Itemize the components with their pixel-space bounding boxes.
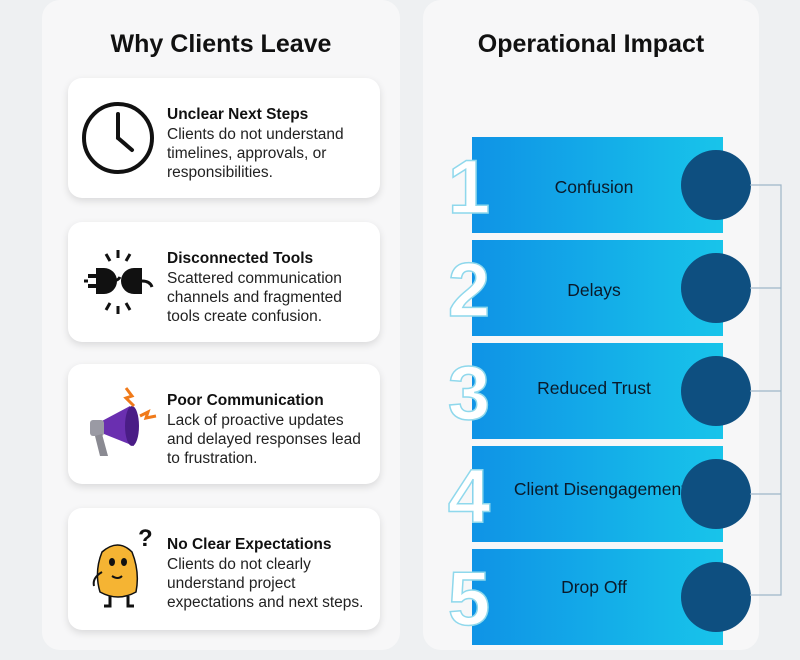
operational-impact-panel: Operational Impact Confusion 1 Delays 2 … [423, 0, 759, 650]
svg-text:?: ? [138, 525, 153, 552]
confused-character-icon: ? [72, 522, 164, 614]
card-no-clear-expectations: ? No Clear Expectations Clients do not c… [68, 508, 380, 630]
card-heading: No Clear Expectations [167, 536, 332, 553]
unplugged-icon [72, 236, 164, 328]
impact-label: Drop Off [561, 577, 627, 597]
megaphone-icon [72, 378, 164, 470]
impact-number: 1 [447, 145, 491, 230]
card-body: Lack of proactive updates and delayed re… [167, 412, 361, 467]
card-heading: Disconnected Tools [167, 250, 314, 267]
card-body: Scattered communication channels and fra… [167, 270, 342, 325]
impact-label: Client Disengagement [513, 479, 687, 499]
impact-circle [681, 150, 751, 220]
impact-label: Delays [567, 280, 621, 300]
impact-circle [681, 562, 751, 632]
card-poor-communication: Poor Communication Lack of proactive upd… [68, 364, 380, 484]
right-panel-title: Operational Impact [477, 30, 705, 58]
card-body: Clients do not understand timelines, app… [167, 126, 344, 181]
clock-icon [72, 92, 164, 184]
impact-number: 2 [447, 248, 491, 333]
impact-number: 5 [447, 557, 491, 642]
impact-circle [681, 459, 751, 529]
impact-label: Confusion [554, 177, 634, 197]
why-clients-leave-panel: Why Clients Leave Unclear Next Steps Cli… [42, 0, 400, 650]
left-panel-title: Why Clients Leave [110, 30, 332, 58]
impact-label: Reduced Trust [537, 378, 651, 398]
card-unclear-next-steps: Unclear Next Steps Clients do not unders… [68, 78, 380, 198]
impact-number: 4 [447, 454, 491, 539]
impact-circle [681, 253, 751, 323]
card-heading: Poor Communication [167, 392, 324, 409]
card-disconnected-tools: Disconnected Tools Scattered communicati… [68, 222, 380, 342]
card-body: Clients do not clearly understand projec… [167, 556, 364, 611]
card-heading: Unclear Next Steps [167, 106, 309, 123]
impact-circle [681, 356, 751, 426]
impact-number: 3 [447, 351, 491, 436]
